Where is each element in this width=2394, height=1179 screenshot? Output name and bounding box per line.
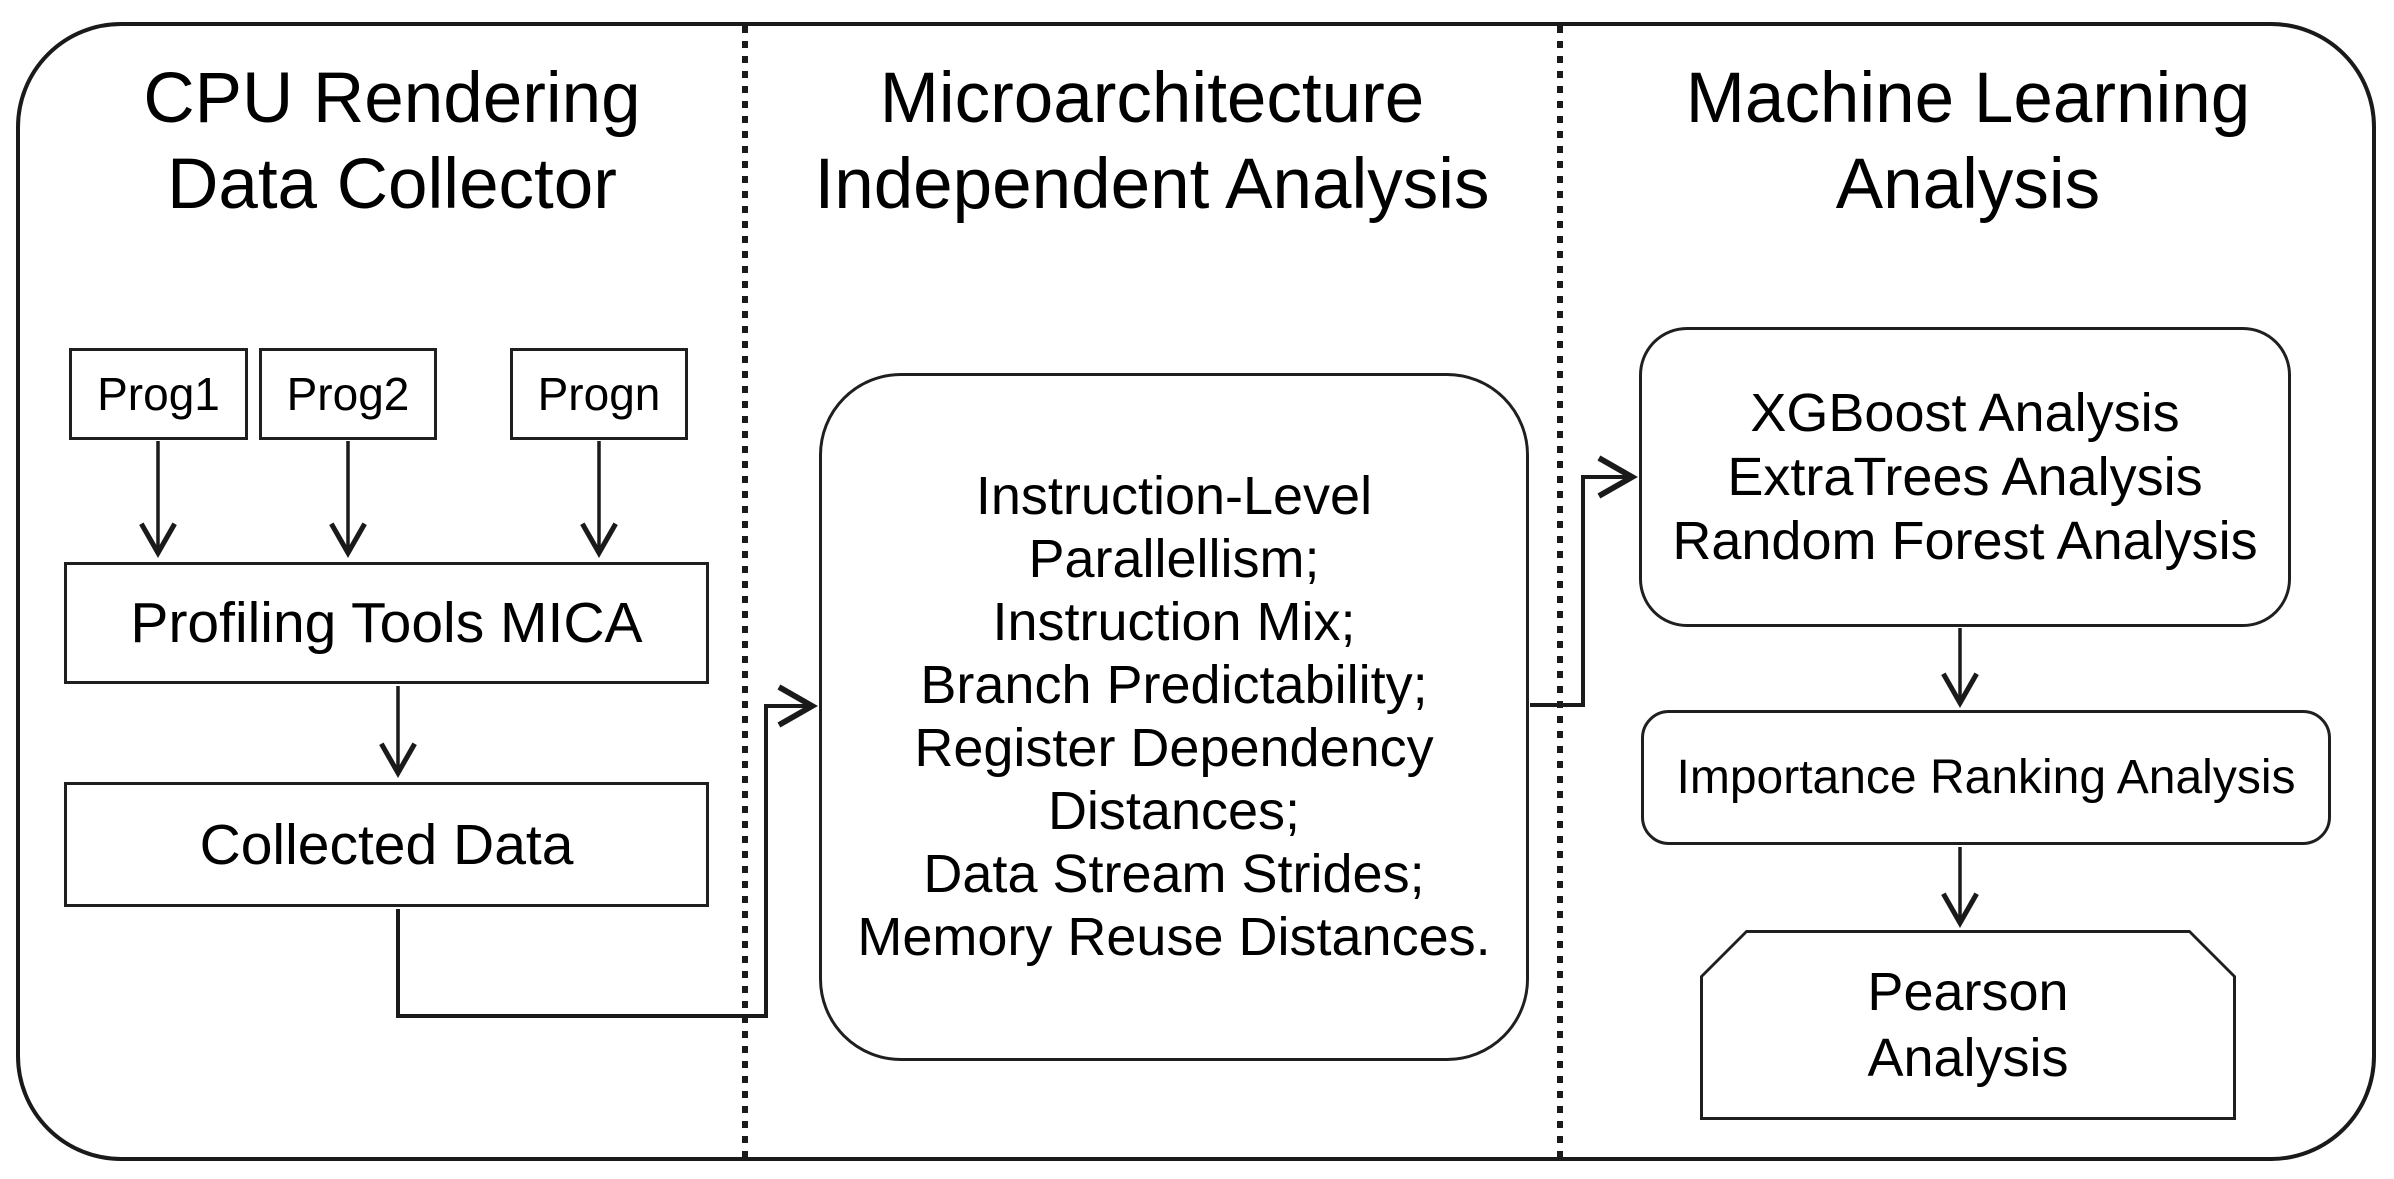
left-panel-title: CPU Rendering Data Collector (40, 56, 744, 228)
title-line: Analysis (1835, 145, 2101, 224)
pearson-line: Analysis (1867, 1028, 2069, 1088)
microarchitecture-metrics-box: Instruction-Level Parallellism; Instruct… (819, 373, 1529, 1061)
metric-line: Memory Reuse Distances. (857, 907, 1491, 967)
importance-ranking-box: Importance Ranking Analysis (1641, 710, 2331, 845)
title-line: Independent Analysis (814, 145, 1490, 224)
profiling-tools-mica-box: Profiling Tools MICA (64, 562, 709, 684)
ml-model-line: XGBoost Analysis (1750, 383, 2180, 443)
middle-panel-title: Microarchitecture Independent Analysis (747, 56, 1557, 228)
right-panel-title: Machine Learning Analysis (1562, 56, 2374, 228)
pearson-analysis-shape: Pearson Analysis (1700, 930, 2236, 1120)
title-line: Data Collector (167, 145, 617, 224)
ml-models-box: XGBoost Analysis ExtraTrees Analysis Ran… (1639, 327, 2291, 627)
ml-model-line: Random Forest Analysis (1672, 511, 2258, 571)
title-line: CPU Rendering (143, 59, 641, 138)
metric-line: Parallellism; (1028, 529, 1320, 589)
ml-model-line: ExtraTrees Analysis (1727, 447, 2203, 507)
metric-line: Data Stream Strides; (923, 844, 1425, 904)
metric-line: Register Dependency (914, 718, 1434, 778)
metric-line: Instruction-Level (975, 466, 1373, 526)
metric-line: Distances; (1047, 781, 1301, 841)
panel-divider-left (742, 26, 748, 1157)
metric-line: Instruction Mix; (992, 592, 1356, 652)
title-line: Microarchitecture (879, 59, 1425, 138)
pearson-line: Pearson (1867, 962, 2069, 1022)
prog1-box: Prog1 (69, 348, 248, 440)
metric-line: Branch Predictability; (920, 655, 1428, 715)
collected-data-box: Collected Data (64, 782, 709, 907)
progn-box: Progn (510, 348, 688, 440)
prog2-box: Prog2 (259, 348, 437, 440)
pearson-analysis-label: Pearson Analysis (1703, 933, 2233, 1117)
title-line: Machine Learning (1685, 59, 2251, 138)
